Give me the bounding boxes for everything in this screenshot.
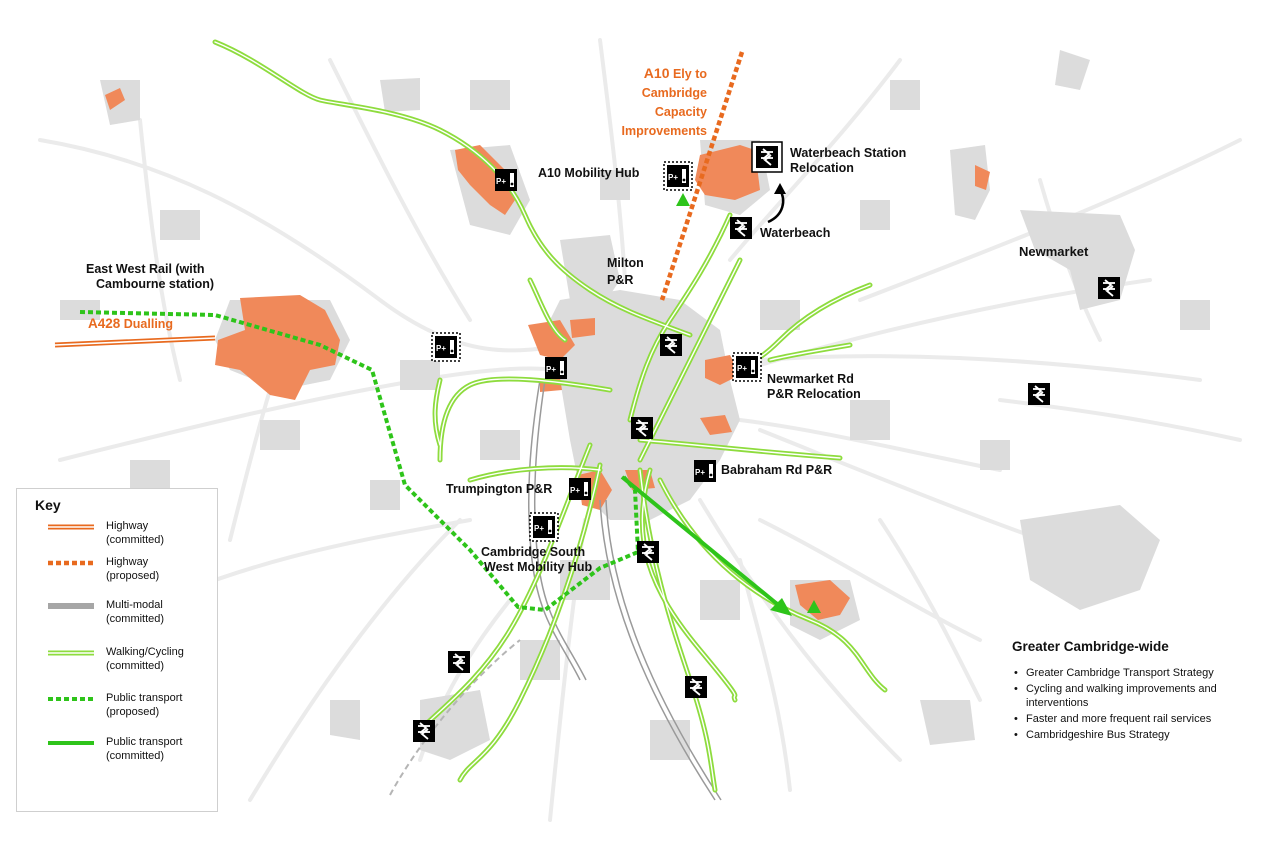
a10-mobility-hub-label: A10 Mobility Hub: [538, 166, 640, 180]
rail-station-icon: [447, 650, 471, 674]
label-line: Cambridge South: [481, 545, 586, 559]
a428-title-suffix: Dualling: [120, 317, 174, 331]
trumpington-label: Trumpington P&R: [446, 482, 553, 496]
rail-station-icon: [729, 216, 753, 240]
key-item-multimodal: Multi-modal (committed): [48, 598, 218, 632]
a10-title: A10: [643, 65, 670, 81]
walking-cycling-swatch: [48, 650, 94, 656]
a10-line: Capacity: [654, 105, 707, 119]
rail-line-dashed: [389, 639, 521, 796]
a428-label: A428 Dualling: [88, 316, 173, 332]
park-and-ride-icon: P+: [694, 460, 716, 482]
svg-text:P+: P+: [496, 177, 506, 186]
park-and-ride-icon: P+: [569, 478, 591, 500]
newmarket-label: Newmarket: [1019, 244, 1089, 259]
park-and-ride-icon: P+: [663, 161, 693, 191]
public-transport-proposed: [79, 310, 641, 613]
label-line: East West Rail (with: [86, 262, 205, 276]
public-transport-committed: [620, 475, 792, 616]
list-item: Cambridgeshire Bus Strategy: [1012, 728, 1242, 742]
rail-station-icons: [412, 141, 1121, 743]
walking-cycling-routes: [212, 39, 888, 793]
list-item: Cycling and walking improvements and int…: [1012, 682, 1242, 710]
rail-station-icon: [1097, 276, 1121, 300]
park-and-ride-icons: P+ P+ P+ P+ P+ P+ P+: [431, 161, 762, 542]
label-line: Newmarket Rd: [767, 372, 854, 386]
label-line: Relocation: [790, 161, 854, 175]
key-title: Key: [35, 497, 61, 513]
label-line: P&R: [607, 273, 634, 287]
park-and-ride-icon: P+: [495, 169, 517, 191]
multimodal-lines: [528, 379, 722, 801]
highway-proposed-swatch: [48, 560, 94, 566]
milton-pr-label: Milton P&R: [607, 255, 644, 289]
a10-description: Cambridge Capacity Improvements: [600, 84, 707, 141]
map-key: [16, 488, 218, 812]
svg-text:P+: P+: [737, 364, 747, 373]
rail-station-icon: [630, 416, 654, 440]
babraham-label: Babraham Rd P&R: [721, 463, 833, 477]
rail-station-icon: [636, 540, 660, 564]
a10-highway-proposed: [659, 51, 745, 301]
svg-text:P+: P+: [546, 365, 556, 374]
key-item-public-transport-committed: Public transport (committed): [48, 735, 218, 769]
a10-label: A10 Ely to: [633, 66, 707, 82]
highway-committed-swatch: [48, 524, 94, 530]
label-line: West Mobility Hub: [484, 560, 593, 574]
rail-station-icon: [659, 333, 683, 357]
key-label: Multi-modal (committed): [106, 599, 165, 625]
svg-text:P+: P+: [570, 486, 580, 495]
key-label: Highway (proposed): [106, 556, 160, 582]
park-and-ride-icon: P+: [732, 352, 762, 382]
rail-station-icon: [684, 675, 708, 699]
key-item-highway-proposed: Highway (proposed): [48, 555, 218, 589]
svg-text:P+: P+: [668, 173, 678, 182]
label-line: Milton: [607, 256, 644, 270]
park-and-ride-icon: P+: [545, 357, 567, 379]
key-item-public-transport-proposed: Public transport (proposed): [48, 691, 218, 725]
key-item-highway-committed: Highway (committed): [48, 519, 218, 553]
rail-station-icon: [1027, 382, 1051, 406]
a10-line: Improvements: [621, 124, 707, 138]
park-and-ride-icon: P+: [431, 332, 461, 362]
svg-text:P+: P+: [436, 344, 446, 353]
east-west-rail-label: East West Rail (with Cambourne station): [86, 262, 214, 292]
label-line: P&R Relocation: [767, 387, 861, 401]
key-label: Walking/Cycling (committed): [106, 646, 184, 672]
a428-title: A428: [88, 316, 121, 331]
public-transport-committed-swatch: [48, 741, 94, 745]
label-line: Cambourne station): [96, 277, 215, 291]
multimodal-swatch: [48, 603, 94, 609]
a10-hub-marker: [676, 193, 690, 206]
a428-highway: [54, 335, 216, 348]
key-label: Public transport (proposed): [106, 692, 183, 718]
key-label: Highway (committed): [106, 520, 165, 546]
waterbeach-label: Waterbeach: [760, 226, 831, 240]
park-and-ride-icon: P+: [529, 512, 559, 542]
cambridge-south-west-label: Cambridge South West Mobility Hub: [481, 545, 592, 575]
svg-text:P+: P+: [534, 524, 544, 533]
rail-station-icon: [751, 141, 783, 173]
public-transport-proposed-swatch: [48, 697, 94, 701]
southeast-marker: [807, 600, 821, 613]
list-item: Faster and more frequent rail services: [1012, 712, 1242, 726]
rail-station-icon: [412, 719, 436, 743]
curved-arrow-icon: [767, 183, 786, 224]
waterbeach-station-label: Waterbeach Station Relocation: [790, 146, 906, 176]
newmarket-rd-label: Newmarket Rd P&R Relocation: [767, 372, 861, 402]
key-item-walking-cycling: Walking/Cycling (committed): [48, 645, 218, 679]
list-item: Greater Cambridge Transport Strategy: [1012, 666, 1242, 680]
greater-cambridge-title: Greater Cambridge-wide: [1012, 639, 1169, 654]
svg-text:P+: P+: [695, 468, 705, 477]
label-line: Waterbeach Station: [790, 146, 907, 160]
key-label: Public transport (committed): [106, 736, 183, 762]
a10-line: Cambridge: [641, 86, 707, 100]
greater-cambridge-list: Greater Cambridge Transport Strategy Cyc…: [1012, 666, 1242, 744]
a10-title-suffix: Ely to: [669, 67, 707, 81]
